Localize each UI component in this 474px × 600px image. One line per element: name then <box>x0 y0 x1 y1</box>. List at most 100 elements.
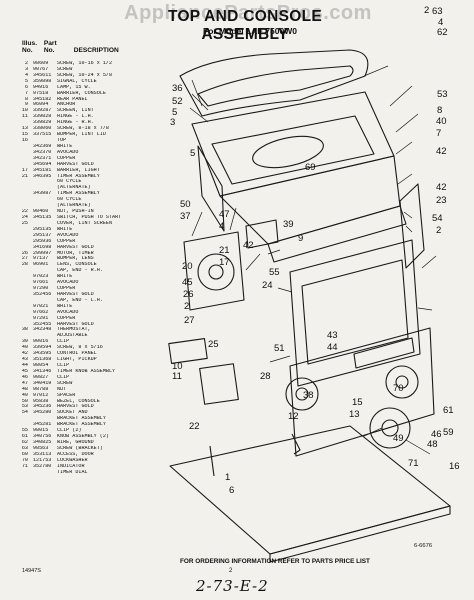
part-number: 98563 <box>33 445 49 451</box>
illus-number: 5 <box>24 78 28 84</box>
part-number: 90016 <box>33 339 49 345</box>
description-label: DESCRIPTION <box>73 47 119 54</box>
illus-number: 7 <box>24 90 28 96</box>
callout-number: 23 <box>436 195 447 206</box>
illus-number: 50 <box>21 398 28 404</box>
part-description: TIMER DIAL <box>57 469 88 475</box>
part-number: 340756 <box>33 434 52 440</box>
part-number: 340825 <box>33 440 52 445</box>
callout-number: 48 <box>427 439 438 450</box>
part-description: NUT, PUSH-IN <box>57 209 94 215</box>
part-description: SCREW, 8-18 x 7/8 <box>57 126 109 132</box>
parts-list-header: Illus. Part No. No. DESCRIPTION <box>22 40 162 54</box>
part-label: Part <box>43 40 57 47</box>
callout-number: 42 <box>436 182 447 193</box>
part-description: TIMER KNOB ASSEMBLY <box>57 368 116 374</box>
illus-number: 28 <box>21 262 28 268</box>
callout-number: 5 <box>190 148 196 159</box>
console-bezel-top <box>179 49 369 117</box>
part-number: 295135 <box>33 226 52 232</box>
left-end-cap <box>197 145 225 232</box>
illus-number: 25 <box>21 220 28 226</box>
part-number: 95838 <box>33 398 49 404</box>
illus-number: 47 <box>21 380 28 386</box>
callout-number: 3 <box>170 117 176 128</box>
callout-number: 43 <box>327 330 338 341</box>
illus-number: 3 <box>24 66 28 72</box>
part-description: BUMPER, LINT LID <box>57 132 106 138</box>
illus-number: 49 <box>21 392 28 398</box>
model-subtitle: For Model LAE 7500W0 <box>203 26 297 36</box>
console-front <box>289 327 435 457</box>
part-number: 98609 <box>33 61 49 66</box>
illus-number: 44 <box>21 363 28 369</box>
callout-number: 17 <box>219 257 230 268</box>
part-description: HINGE - L.H. <box>57 114 94 120</box>
part-number: 339828 <box>33 114 52 120</box>
part-description: CAP, END - L.H. <box>57 297 103 303</box>
part-number: 96094 <box>33 102 49 108</box>
callout-number: 22 <box>189 421 200 432</box>
control-panel <box>289 239 421 387</box>
part-description: SPACER <box>57 392 76 398</box>
part-description: WHITE <box>57 274 73 280</box>
callout-number: 36 <box>172 83 183 94</box>
illus-number: 63 <box>21 445 28 451</box>
illus-number: 11 <box>21 114 28 120</box>
callout-number: 11 <box>172 371 182 382</box>
part-number: 98015 <box>33 428 49 434</box>
part-description: CLIP <box>57 339 70 345</box>
illus-number: 16 <box>21 137 28 143</box>
illus-number: 71 <box>21 463 28 469</box>
part-description: BRACKET ASSEMBLY <box>57 416 106 422</box>
callout-number: 2 <box>424 5 430 16</box>
illus-number: 2 <box>24 61 28 66</box>
part-number: 97290 <box>33 286 49 292</box>
callout-number: 24 <box>262 280 273 291</box>
illus-number: 15 <box>21 132 28 138</box>
illus-number: 62 <box>21 440 28 445</box>
part-description: AVOCADO <box>57 232 79 238</box>
clip-12 <box>291 433 301 455</box>
part-description: SCREW <box>57 380 73 386</box>
part-description: TIMER ASSEMBLY <box>57 173 100 179</box>
exploded-diagram <box>150 36 470 563</box>
illus-number: 10 <box>21 108 28 114</box>
callout-number: 46 <box>431 429 442 440</box>
console-lens <box>353 337 415 369</box>
part-no-label: No. <box>43 47 55 54</box>
illus-number: 38 <box>21 327 28 333</box>
part-description: CAP, END - R.H. <box>57 268 103 274</box>
callout-number: 39 <box>283 219 294 230</box>
illus-number: 46 <box>21 374 28 380</box>
callout-number: 50 <box>180 199 191 210</box>
part-description: (ALTERNATE) <box>57 203 91 209</box>
part-description: SOCKET AND <box>57 410 88 416</box>
part-description: SIGNAL, CYCLE <box>57 78 97 84</box>
part-number: 342348 <box>33 327 52 333</box>
callout-number: 10 <box>172 361 183 372</box>
part-description: HARVEST GOLD <box>57 291 94 297</box>
